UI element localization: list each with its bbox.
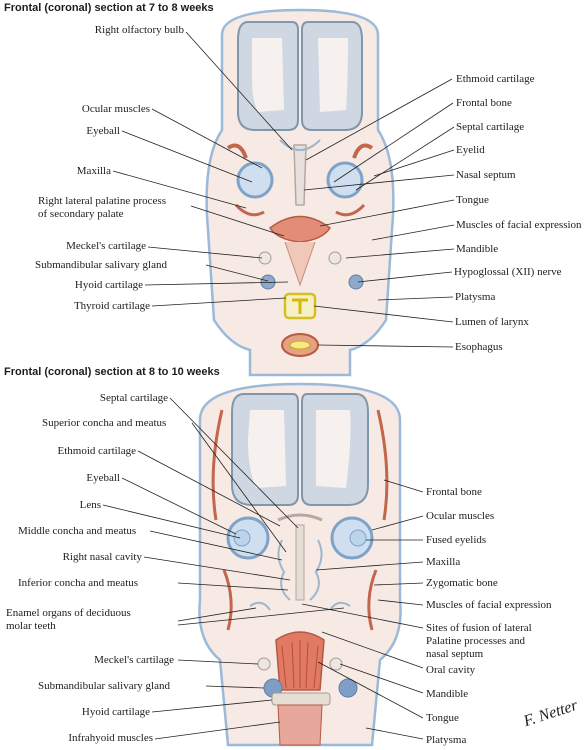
label-zygomatic-bone: Zygomatic bone (426, 577, 498, 589)
label-eyelid: Eyelid (456, 144, 485, 156)
label-muscles-facial-expression: Muscles of facial expression (456, 219, 582, 231)
label-tongue-2: Tongue (426, 712, 459, 724)
label-right-lateral-palatine-1: Right lateral palatine process (38, 195, 166, 207)
label-superior-concha: Superior concha and meatus (42, 417, 167, 429)
label-tongue: Tongue (456, 194, 489, 206)
label-submandibular-gland: Submandibular salivary gland (35, 259, 167, 271)
label-meckels-cartilage-2: Meckel's cartilage (94, 654, 174, 666)
label-ocular-muscles-2: Ocular muscles (426, 510, 495, 522)
label-right-olfactory-bulb: Right olfactory bulb (94, 24, 184, 36)
label-right-nasal-cavity: Right nasal cavity (62, 551, 142, 563)
label-submandibular-gland-2: Submandibular salivary gland (38, 680, 170, 692)
label-meckels-cartilage: Meckel's cartilage (66, 240, 146, 252)
label-muscles-facial-expression-2: Muscles of facial expression (426, 599, 552, 611)
label-nasal-septum: Nasal septum (456, 169, 516, 181)
label-septal-cartilage-2: Septal cartilage (99, 392, 168, 404)
label-enamel-organs-1: Enamel organs of deciduous (6, 607, 131, 619)
label-sites-fusion-1: Sites of fusion of lateral (426, 622, 532, 634)
label-fused-eyelids: Fused eyelids (426, 534, 487, 546)
label-maxilla-2: Maxilla (426, 556, 461, 568)
section2-title: Frontal (coronal) section at 8 to 10 wee… (4, 366, 220, 378)
label-inferior-concha: Inferior concha and meatus (18, 577, 139, 589)
label-thyroid-cartilage: Thyroid cartilage (73, 300, 150, 312)
label-right-lateral-palatine-2: of secondary palate (38, 208, 124, 220)
label-platysma-2: Platysma (426, 734, 467, 746)
label-middle-concha: Middle concha and meatus (18, 525, 137, 537)
section2-drawing (198, 382, 402, 747)
label-eyeball-2: Eyeball (86, 472, 120, 484)
label-frontal-bone-2: Frontal bone (426, 486, 482, 498)
label-maxilla: Maxilla (76, 165, 111, 177)
label-oral-cavity: Oral cavity (426, 664, 476, 676)
label-mandible-2: Mandible (426, 688, 469, 700)
label-septal-cartilage: Septal cartilage (456, 121, 525, 133)
label-frontal-bone: Frontal bone (456, 97, 512, 109)
label-lumen-of-larynx: Lumen of larynx (455, 316, 529, 328)
label-hypoglossal-nerve: Hypoglossal (XII) nerve (454, 266, 562, 278)
label-sites-fusion-2: Palatine processes and (426, 635, 525, 647)
label-lens: Lens (79, 499, 101, 511)
label-mandible: Mandible (456, 243, 499, 255)
label-esophagus: Esophagus (455, 341, 503, 353)
label-eyeball: Eyeball (86, 125, 120, 137)
section1-drawing (205, 8, 395, 377)
section2-leader-lines (102, 397, 424, 740)
label-enamel-organs-2: molar teeth (6, 620, 56, 632)
label-ethmoid-cartilage: Ethmoid cartilage (456, 73, 535, 85)
label-platysma: Platysma (455, 291, 496, 303)
label-ethmoid-cartilage-2: Ethmoid cartilage (57, 445, 137, 457)
label-infrahyoid-muscles: Infrahyoid muscles (68, 732, 153, 744)
section1-leader-lines (112, 31, 455, 348)
label-hyoid-cartilage: Hyoid cartilage (74, 279, 143, 291)
section1-title: Frontal (coronal) section at 7 to 8 week… (4, 2, 214, 14)
label-ocular-muscles: Ocular muscles (81, 103, 150, 115)
label-hyoid-cartilage-2: Hyoid cartilage (81, 706, 150, 718)
label-sites-fusion-3: nasal septum (426, 648, 484, 660)
